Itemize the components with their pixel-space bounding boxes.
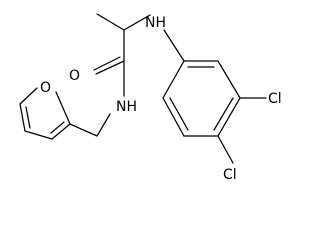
bond-amide-n-ch2	[96, 113, 111, 137]
atom-label-o-furan: O	[40, 80, 51, 96]
atom-label-nh-amide: NH	[116, 99, 137, 115]
bond-ring-c6-c1	[162, 60, 185, 99]
atom-label-cl-para: Cl	[223, 167, 237, 183]
bond-furan-c3-c2-inner	[50, 121, 65, 134]
bond-methyl	[96, 13, 125, 31]
bond-ring-c2-c3	[217, 60, 241, 99]
bond-furan-c2-o	[55, 91, 71, 125]
bond-furan-c4-c3	[24, 130, 53, 140]
atom-label-nh-amine: NH	[145, 15, 166, 31]
bond-furan-o-c5	[19, 87, 38, 105]
bond-cl-para	[217, 135, 234, 164]
structure-diagram: NH O NH Cl Cl O	[19, 13, 282, 183]
bond-ring-c5-c6-inner	[169, 97, 189, 131]
bond-furan-c5-c4	[19, 103, 26, 132]
atom-label-cl-meta: Cl	[268, 91, 282, 107]
bond-furan-c5-c4-inner	[25, 106, 31, 129]
bond-carbonyl-double-1	[95, 60, 125, 75]
bond-ch2-furan	[69, 123, 98, 137]
bond-furan-c3-c2	[51, 123, 71, 140]
bond-ring-c3-c4	[217, 97, 241, 137]
bond-ring-c3-c4-inner	[213, 97, 234, 131]
molecule-canvas: NH O NH Cl Cl O	[19, 13, 282, 183]
bond-ch-nh	[123, 14, 151, 31]
atom-label-o-carbonyl: O	[69, 68, 80, 84]
bond-nh-aryl	[163, 29, 185, 62]
bond-ring-c5-c6	[162, 97, 185, 137]
bond-carbonyl-double-2	[93, 56, 121, 71]
